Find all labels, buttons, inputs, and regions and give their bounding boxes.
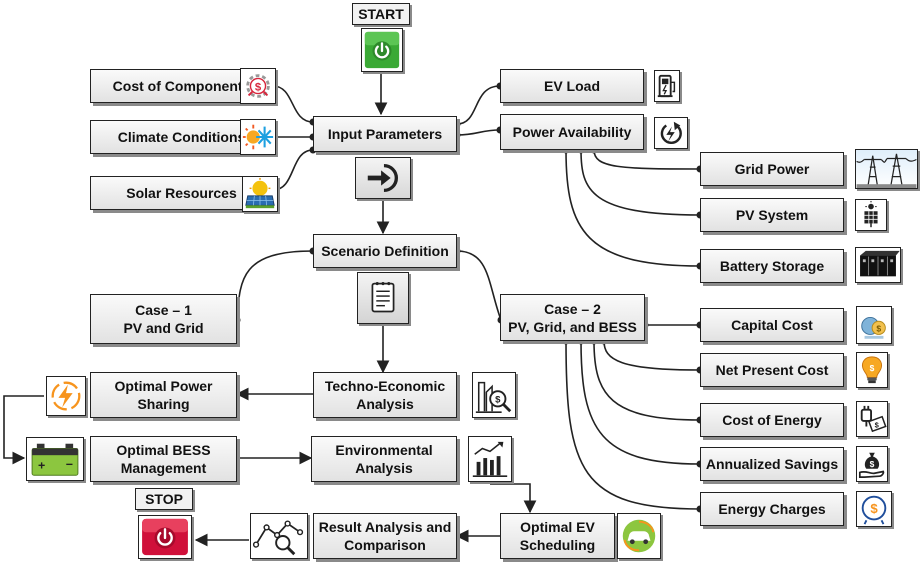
svg-text:−: − — [66, 458, 73, 472]
money-bag-hand-icon: $ — [856, 446, 888, 482]
factory-chart-icon — [468, 436, 512, 482]
optimal-bess-management-box: Optimal BESS Management — [90, 436, 237, 482]
energy-charges-box: Energy Charges — [700, 492, 844, 526]
ev-charger-icon — [654, 70, 680, 102]
start-label: START — [352, 3, 410, 25]
solar-panel-icon — [242, 176, 278, 212]
lightbulb-icon: $ — [856, 352, 888, 388]
plug-money-icon: $ — [856, 401, 888, 437]
svg-text:$: $ — [876, 324, 881, 334]
annualized-savings-box: Annualized Savings — [700, 447, 844, 481]
coins-icon: $ — [856, 306, 892, 344]
power-off-icon — [138, 515, 192, 559]
power-availability-box: Power Availability — [500, 114, 644, 150]
case-2-box: Case – 2 PV, Grid, and BESS — [500, 294, 645, 341]
dollar-plug-icon: $ — [856, 491, 892, 527]
power-refresh-icon — [654, 117, 688, 149]
pv-system-box: PV System — [700, 198, 844, 232]
transmission-tower-icon — [855, 149, 918, 189]
grid-power-box: Grid Power — [700, 152, 844, 186]
svg-text:$: $ — [875, 420, 880, 429]
svg-text:$: $ — [870, 363, 875, 373]
line-chart-search-icon — [250, 513, 308, 559]
ev-scheduling-icon — [617, 513, 661, 559]
analysis-magnifier-icon: $ — [472, 372, 516, 418]
svg-text:$: $ — [870, 501, 878, 516]
svg-text:$: $ — [255, 81, 262, 93]
optimal-ev-scheduling-box: Optimal EV Scheduling — [500, 513, 615, 559]
arrow-enter-icon — [355, 157, 411, 199]
pv-panel-icon — [855, 199, 887, 231]
ev-load-box: EV Load — [500, 69, 644, 103]
svg-text:$: $ — [870, 459, 875, 469]
gear-dollar-icon: $ — [240, 68, 276, 104]
document-icon — [357, 272, 409, 324]
svg-text:$: $ — [495, 395, 501, 406]
result-analysis-comparison-box: Result Analysis and Comparison — [313, 513, 457, 559]
case-1-box: Case – 1 PV and Grid — [90, 294, 237, 344]
net-present-cost-box: Net Present Cost — [700, 353, 844, 387]
cost-of-energy-box: Cost of Energy — [700, 403, 844, 437]
battery-storage-box: Battery Storage — [700, 249, 844, 283]
environmental-analysis-box: Environmental Analysis — [311, 436, 457, 482]
optimal-power-sharing-box: Optimal Power Sharing — [90, 372, 237, 418]
stop-label: STOP — [135, 488, 193, 510]
power-on-icon — [361, 28, 403, 72]
scenario-definition-box: Scenario Definition — [313, 234, 457, 268]
capital-cost-box: Capital Cost — [700, 308, 844, 342]
sun-snowflake-icon — [240, 119, 276, 155]
input-parameters-box: Input Parameters — [313, 116, 457, 152]
battery-rack-icon — [855, 247, 901, 283]
battery-icon: + − — [26, 437, 84, 481]
lightning-icon — [46, 376, 86, 416]
svg-text:+: + — [38, 459, 45, 473]
techno-economic-analysis-box: Techno-Economic Analysis — [313, 372, 457, 418]
